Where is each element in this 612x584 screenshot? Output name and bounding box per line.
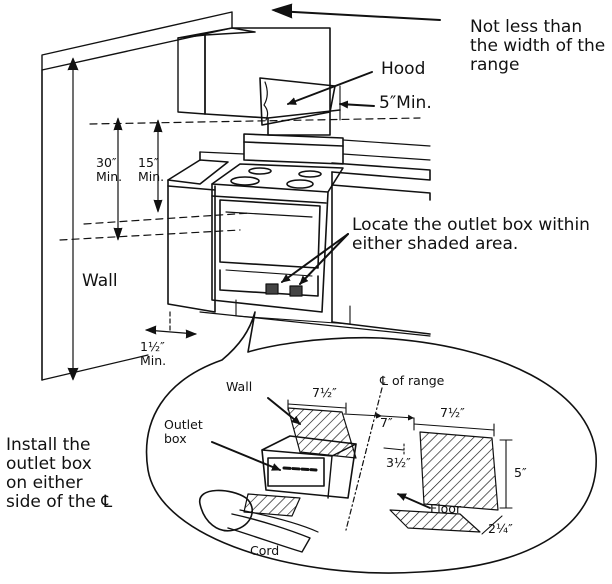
range: [199, 133, 431, 337]
outlet-area-small: [265, 283, 303, 297]
callout-balloon: [145, 311, 597, 574]
cord-plug: [199, 489, 319, 553]
hood-cabinet: [177, 27, 341, 136]
half-inch-min-label: 1½″ Min.: [140, 339, 167, 368]
inset-wall-label: Wall: [226, 379, 253, 394]
dim-seven-half-a: 7½″: [312, 385, 337, 400]
wall-label: Wall: [82, 271, 118, 291]
cord-label: Cord: [250, 543, 280, 558]
install-note-label: Install the outlet box on either side of…: [6, 435, 113, 513]
backsplash-lines: [199, 139, 431, 161]
dim-seven: 7″: [380, 415, 393, 430]
hood-arrow: [287, 71, 373, 105]
centerline: [345, 387, 383, 531]
outlet-box-arrow: [211, 441, 281, 471]
five-min-label: 5″Min.: [379, 93, 432, 113]
floor-label: Floor: [430, 501, 462, 516]
fifteen-min-label: 15″ Min.: [138, 155, 165, 184]
counter-left: [167, 151, 229, 313]
hood-label: Hood: [381, 59, 426, 79]
locate-arrow-2: [299, 233, 349, 285]
locate-arrow-1: [281, 233, 349, 283]
inset-wall-arrow: [267, 397, 301, 425]
dim-five: 5″: [514, 465, 527, 480]
clearance-lines: [59, 117, 421, 241]
locate-outlet-label: Locate the outlet box within either shad…: [352, 215, 590, 255]
half-inch-dimension: [145, 311, 197, 339]
thirty-min-label: 30″ Min.: [96, 155, 123, 184]
floor-arrow: [397, 493, 431, 509]
width-note-label: Not less than the width of the range: [470, 17, 606, 76]
vertical-dimensions: [113, 117, 163, 241]
dim-seven-half-b: 7½″: [440, 405, 465, 420]
floor-hatch-low: [389, 509, 481, 533]
centerline-label: ℄ of range: [380, 373, 445, 388]
outlet-box-drawing: [261, 435, 357, 499]
inset-dimensions: [287, 399, 513, 535]
wall-hatch: [287, 407, 357, 459]
range-width-arrow: [271, 3, 441, 21]
floor-hatch-area: [419, 431, 499, 511]
dim-three-half: 3½″: [386, 455, 411, 470]
outlet-box-label: Outlet box: [164, 417, 203, 446]
five-min-arrow: [339, 100, 375, 109]
wall-outline: [41, 11, 233, 381]
dim-two-quarter: 2¼″: [488, 521, 513, 536]
